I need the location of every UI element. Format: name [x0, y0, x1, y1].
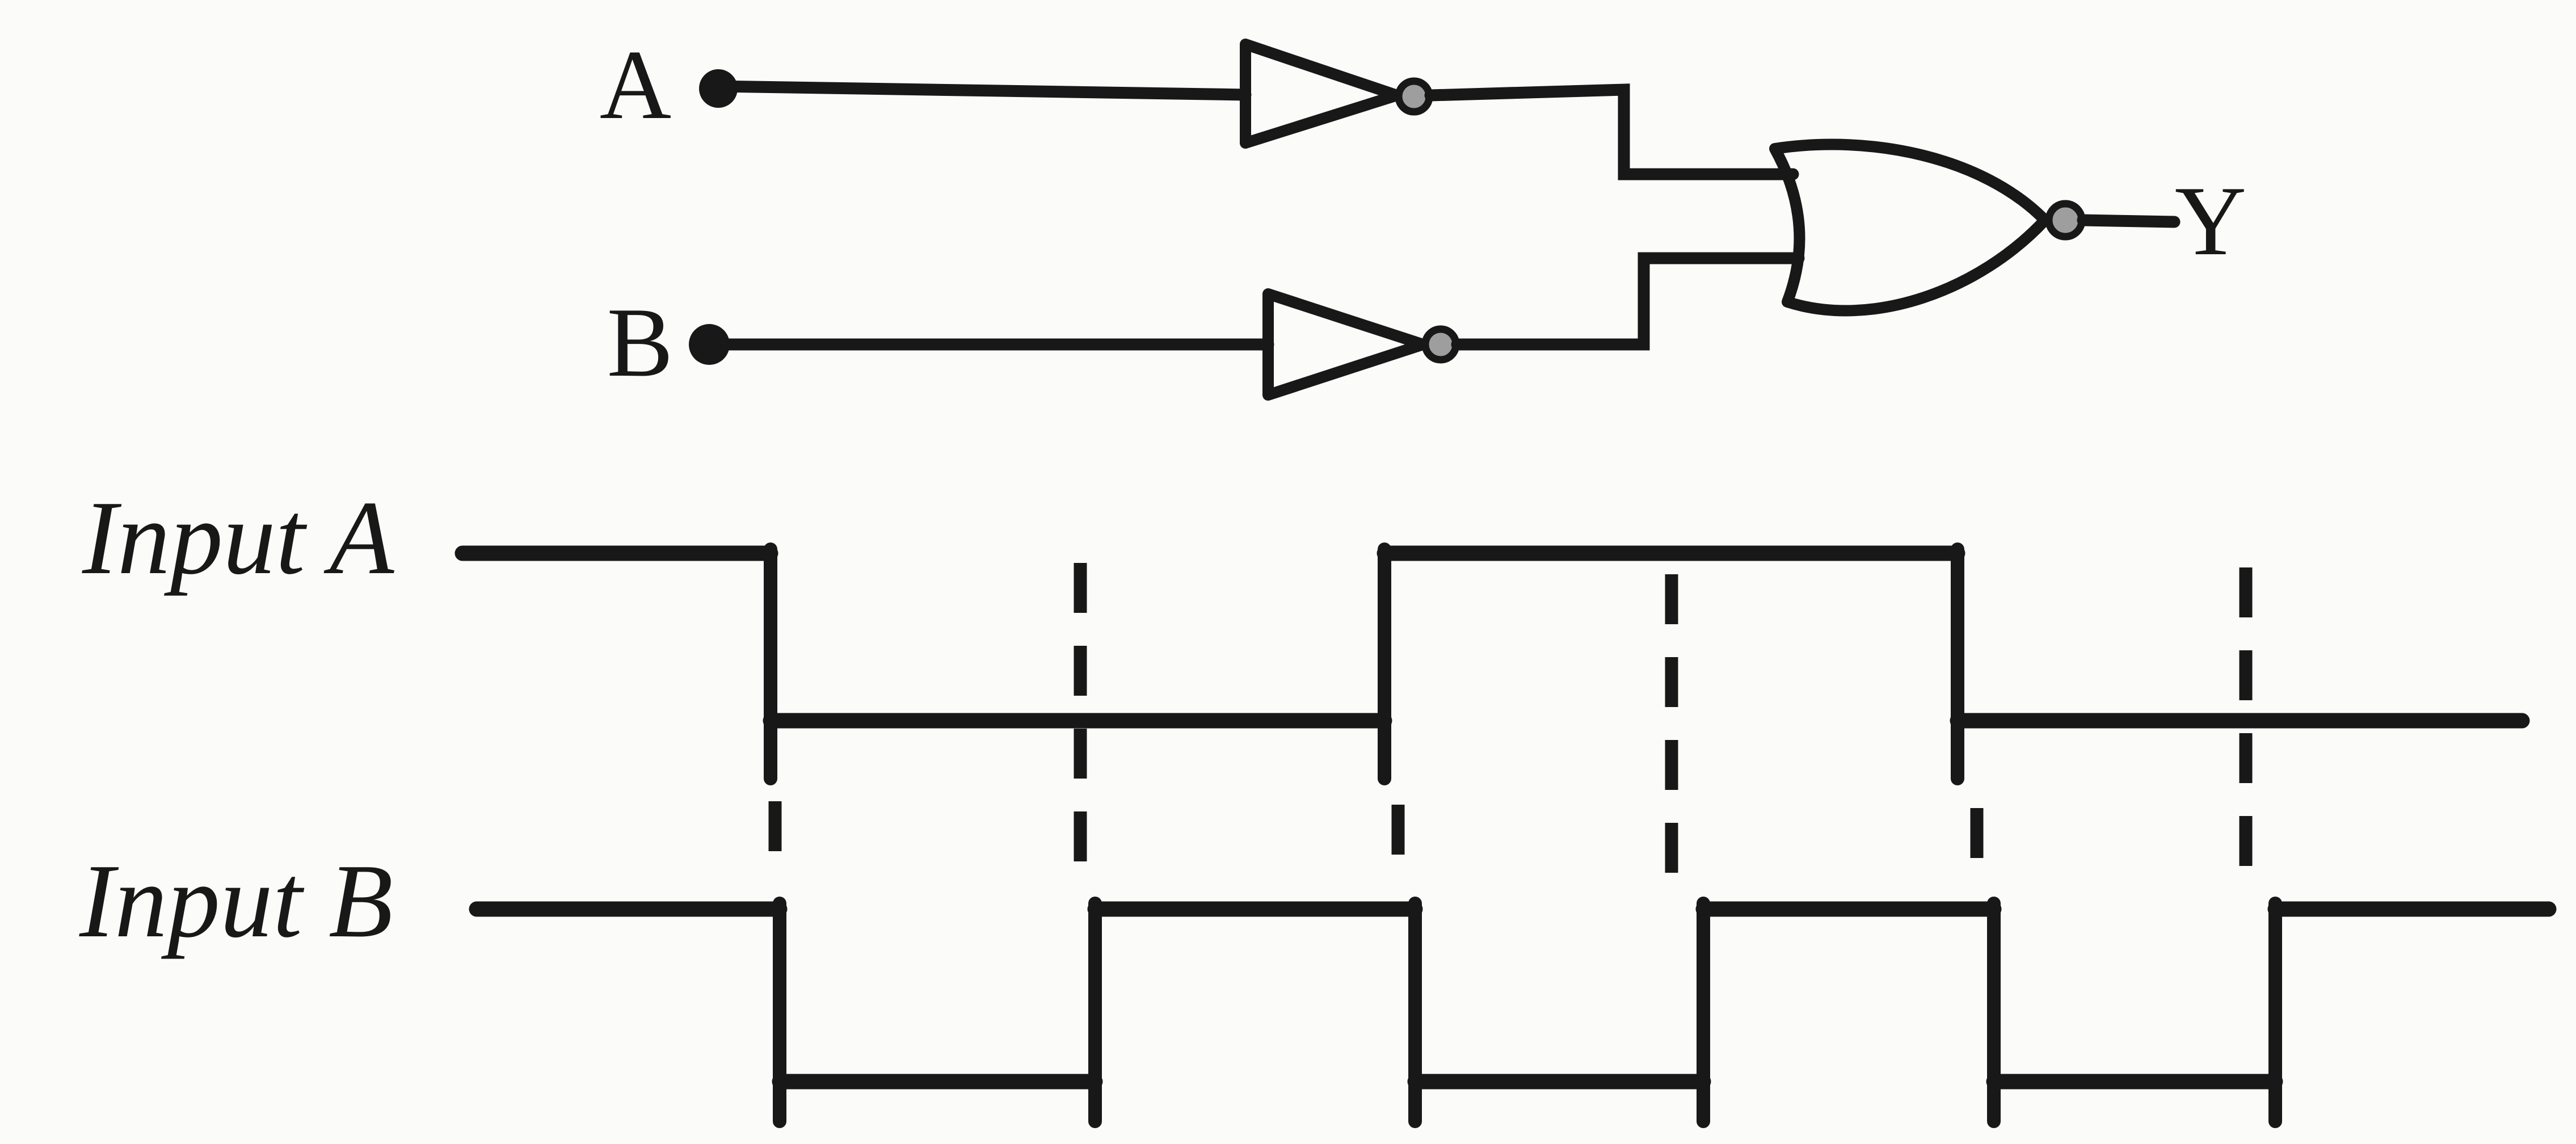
or-gate-icon — [1769, 138, 2051, 317]
waveform-input-b — [469, 897, 2557, 1128]
not-gate-a-icon — [1240, 39, 1403, 149]
output-wire — [2077, 214, 2181, 228]
terminal-a-label: A — [600, 30, 671, 140]
not-a-to-or-wire — [1424, 83, 1799, 180]
or-output-bubble-icon — [2045, 200, 2086, 241]
timing-diagram: Input A Input B — [79, 480, 2557, 1128]
not-gate-b-icon — [1262, 288, 1429, 401]
waveform-input-a — [454, 542, 2530, 785]
waveform-b-label: Input B — [79, 843, 393, 960]
input-a-wire — [712, 80, 1252, 101]
output-y-label: Y — [2175, 166, 2246, 276]
waveform-a-label: Input A — [82, 480, 395, 596]
transition-guide-lines — [768, 563, 2253, 885]
circuit-diagram: A B Y — [600, 30, 2246, 401]
terminal-b-label: B — [607, 287, 674, 397]
not-b-to-or-wire — [1451, 252, 1805, 351]
